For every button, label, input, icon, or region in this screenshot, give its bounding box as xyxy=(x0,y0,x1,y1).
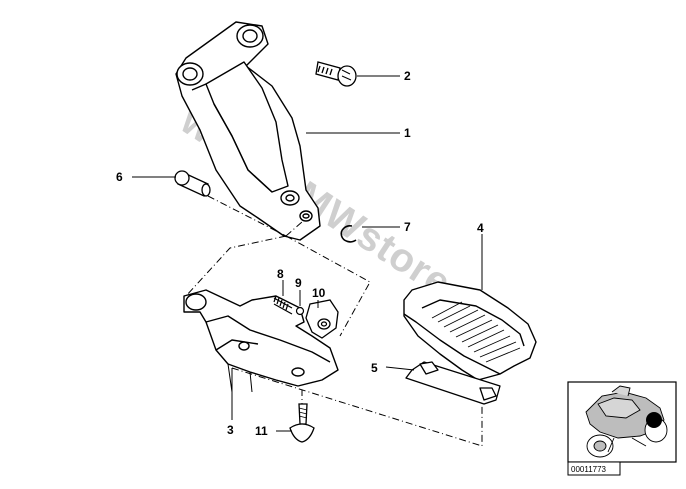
part-1-bracket xyxy=(175,21,321,241)
callout-10: 10 xyxy=(312,286,326,300)
callout-4: 4 xyxy=(477,221,484,235)
reference-code: 00011773 xyxy=(571,465,607,474)
callout-5: 5 xyxy=(371,361,378,375)
part-6-pin xyxy=(174,170,211,197)
leader-lines xyxy=(132,75,483,432)
part-7-circlip xyxy=(340,225,357,243)
callout-9: 9 xyxy=(295,276,302,290)
part-2-screw xyxy=(315,61,357,87)
callout-6: 6 xyxy=(116,170,123,184)
part-9-ball xyxy=(295,306,305,316)
part-10-detent xyxy=(305,299,339,339)
part-4-rubber-pad xyxy=(403,281,537,381)
part-11-screw xyxy=(289,403,315,443)
callout-2: 2 xyxy=(404,69,411,83)
location-marker xyxy=(646,412,662,428)
callouts: 1 2 3 4 5 6 7 8 9 10 11 xyxy=(116,69,484,438)
motorcycle-icon xyxy=(585,385,668,458)
callout-11: 11 xyxy=(255,424,268,438)
callout-3: 3 xyxy=(227,423,234,437)
part-5-plate xyxy=(405,361,501,405)
callout-8: 8 xyxy=(277,267,284,281)
callout-1: 1 xyxy=(404,126,411,140)
motorcycle-inset: 00011773 xyxy=(567,381,677,476)
callout-7: 7 xyxy=(404,220,411,234)
part-8-spring xyxy=(273,295,293,315)
reference-code-box xyxy=(567,461,621,476)
